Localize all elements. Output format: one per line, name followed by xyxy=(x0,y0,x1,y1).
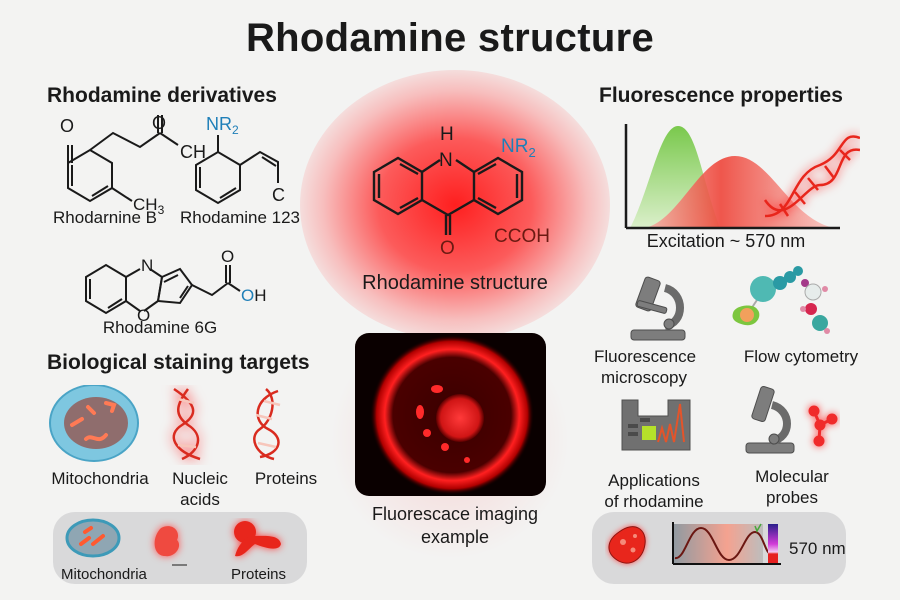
fluorescence-spectrum-chart xyxy=(624,124,860,230)
wavelength-label: 570 nm xyxy=(789,539,846,558)
derivative-label: Rhodamine 6G xyxy=(102,318,218,337)
staining-heading: Biological staining targets xyxy=(47,351,310,374)
page-title: Rhodamine structure xyxy=(246,16,654,60)
organelle-icon xyxy=(154,526,180,557)
atom-label: NR2 xyxy=(206,115,239,137)
atom-label: O xyxy=(152,113,167,133)
rhodamine-123-structure xyxy=(195,135,279,205)
atom-n: N xyxy=(439,150,453,171)
emission-curve xyxy=(645,156,835,228)
atom-nr2: NR2 xyxy=(501,136,536,160)
cell-icon xyxy=(49,385,139,462)
core-label: Rhodamine structure xyxy=(362,272,548,294)
atom-label: OH xyxy=(241,286,267,305)
atom-label: O xyxy=(60,116,74,136)
rhodamine-6g-structure xyxy=(85,263,241,315)
protein-icon xyxy=(234,521,281,557)
core-structure: H N NR2 O CCOH xyxy=(372,124,550,259)
lab-instrument-icon xyxy=(621,399,691,451)
cell-icon xyxy=(65,518,121,558)
atom-h: H xyxy=(440,124,454,145)
core-glow xyxy=(300,70,610,340)
panel-label-mitochondria: Mitochondria xyxy=(61,566,147,583)
app-label-flow-cytometry: Flow cytometry xyxy=(743,347,859,366)
staining-icons xyxy=(49,385,281,462)
spectrum-curve xyxy=(674,526,772,562)
derivative-label: Rhodamine 123 xyxy=(179,208,301,227)
atom-label: CH3 xyxy=(133,195,165,217)
atom-o: O xyxy=(440,238,455,259)
atom-label: CH xyxy=(180,142,206,162)
molecular-probe-icon xyxy=(808,405,838,447)
panel-label-separator: — xyxy=(172,556,187,573)
rhodamine-b-structure xyxy=(67,115,179,203)
staining-label-mitochondria: Mitochondria xyxy=(51,469,149,488)
nucleus xyxy=(436,394,484,442)
dna-icon xyxy=(172,387,201,461)
derivative-label: Rhodarnine B xyxy=(53,208,157,227)
panel-label-proteins: Proteins xyxy=(231,566,287,583)
fluorescence-caption: Excitation ~ 570 nm xyxy=(646,231,806,251)
atom-ccoh: CCOH xyxy=(494,226,550,247)
molecule-icon xyxy=(732,266,830,334)
derivatives-structures: O CH CH3 NR2 C N O O OH xyxy=(60,115,285,325)
atom-label: N xyxy=(141,256,153,275)
microscope-probe-icon xyxy=(745,385,838,454)
dna-icon xyxy=(253,388,281,461)
atom-label: O xyxy=(221,247,234,266)
atom-label: C xyxy=(272,185,285,205)
fluorescence-image xyxy=(355,333,546,496)
atom-label: O xyxy=(137,306,150,325)
staining-panel-icons xyxy=(65,518,281,558)
staining-label-proteins: Proteins xyxy=(254,469,318,488)
dna-icon xyxy=(763,135,860,218)
fluorescence-heading: Fluorescence properties xyxy=(599,84,843,107)
microscope-icon xyxy=(630,276,686,341)
spectrum-panel-graphics xyxy=(608,522,781,565)
cell-icon xyxy=(608,526,646,564)
derivatives-heading: Rhodamine derivatives xyxy=(47,84,277,107)
